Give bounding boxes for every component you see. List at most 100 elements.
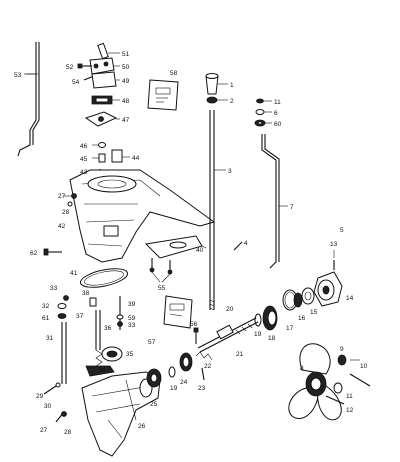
part-58-decal — [147, 79, 179, 111]
label-24: 24 — [180, 379, 188, 386]
label-4: 4 — [244, 240, 248, 247]
part-51-handle — [97, 42, 120, 60]
label-49: 49 — [122, 78, 130, 85]
label-31: 31 — [46, 335, 54, 342]
label-20: 20 — [226, 306, 234, 313]
label-17: 17 — [286, 325, 294, 332]
label-35: 35 — [126, 351, 134, 358]
part-62-screw — [43, 248, 62, 256]
label-42: 42 — [58, 223, 66, 230]
label-39: 39 — [128, 301, 136, 308]
part-53-shift-rod — [17, 42, 40, 157]
label-33b: 33 — [128, 322, 136, 329]
label-29: 29 — [36, 393, 44, 400]
part-27-screw-top — [64, 193, 77, 199]
part-59-clip — [116, 314, 124, 320]
part-16-bearing — [293, 292, 303, 308]
part-15-bearing — [301, 287, 315, 305]
label-51: 51 — [122, 51, 130, 58]
part-30-washer — [55, 382, 61, 388]
label-5: 5 — [340, 227, 344, 234]
part-8-propeller — [288, 343, 342, 421]
label-6: 6 — [274, 110, 278, 117]
label-21: 21 — [236, 351, 244, 358]
label-48: 48 — [122, 98, 130, 105]
part-61-seal — [57, 313, 67, 319]
label-28a: 28 — [64, 429, 72, 436]
label-10: 10 — [360, 363, 368, 370]
label-7: 7 — [290, 204, 294, 211]
part-57-decal — [163, 295, 193, 329]
label-46: 46 — [80, 143, 88, 150]
label-2: 2 — [230, 98, 234, 105]
part-33-screw-left — [63, 295, 69, 301]
part-40-bracket — [144, 235, 207, 259]
part-26-gearcase — [81, 371, 161, 457]
part-18-gear — [262, 305, 278, 331]
part-47-plate — [84, 111, 120, 127]
part-44-block — [111, 149, 130, 163]
label-45: 45 — [80, 156, 88, 163]
label-1: 1 — [230, 82, 234, 89]
label-32: 32 — [42, 303, 50, 310]
part-22-spring — [195, 351, 213, 361]
label-23: 23 — [198, 385, 206, 392]
label-44: 44 — [132, 155, 140, 162]
part-48-clip — [91, 95, 120, 105]
label-41: 41 — [70, 270, 78, 277]
label-8: 8 — [300, 365, 304, 372]
part-28-washer-bottom — [61, 411, 67, 417]
label-27b: 27 — [58, 193, 66, 200]
label-59: 59 — [128, 315, 136, 322]
part-55-fasteners — [149, 258, 173, 283]
part-56-screw — [193, 327, 199, 344]
part-17-o-ring — [282, 289, 298, 311]
part-19-washer-rear — [168, 366, 176, 378]
label-19a: 19 — [254, 331, 262, 338]
label-61: 61 — [42, 315, 50, 322]
label-11: 11 — [274, 99, 281, 106]
label-16: 16 — [298, 315, 306, 322]
part-14-bearing-housing — [313, 271, 343, 307]
part-45-bushing — [92, 153, 106, 163]
part-24-gear — [179, 352, 193, 372]
part-36-spring — [95, 349, 103, 367]
label-57: 57 — [148, 339, 156, 346]
part-32-washer — [57, 303, 67, 309]
label-62: 62 — [30, 250, 38, 257]
label-14: 14 — [346, 295, 354, 302]
part-42-midsection-housing — [69, 169, 216, 263]
part-37-tube — [95, 310, 101, 350]
label-53: 53 — [14, 72, 22, 79]
part-35-water-pump — [101, 346, 123, 362]
label-36: 36 — [104, 325, 112, 332]
label-12: 12 — [346, 407, 354, 414]
label-25: 25 — [150, 401, 158, 408]
part-10-cotter-pin — [349, 373, 371, 387]
label-3: 3 — [228, 168, 232, 175]
part-11-washer-prop — [333, 382, 343, 394]
label-40: 40 — [196, 247, 204, 254]
label-19b: 19 — [170, 385, 178, 392]
part-29-screw — [43, 385, 57, 395]
label-50: 50 — [122, 64, 130, 71]
part-2-nut — [206, 96, 218, 104]
label-55: 55 — [158, 285, 166, 292]
part-6-washer — [255, 109, 272, 115]
label-28b: 28 — [62, 209, 70, 216]
part-23-pin — [201, 367, 205, 381]
label-37: 37 — [76, 313, 84, 320]
part-28-washer-top — [67, 201, 73, 207]
label-27a: 27 — [40, 427, 48, 434]
part-4-pin — [233, 241, 243, 251]
part-3-drive-shaft — [209, 110, 226, 311]
label-43: 43 — [80, 169, 88, 176]
part-33-screw-right — [117, 321, 123, 327]
part-52-screw — [77, 63, 92, 69]
label-18: 18 — [268, 335, 276, 342]
label-54: 54 — [72, 79, 80, 86]
label-11b: 11 — [346, 393, 353, 400]
label-9: 9 — [340, 346, 344, 353]
part-49-bracket — [91, 71, 120, 89]
